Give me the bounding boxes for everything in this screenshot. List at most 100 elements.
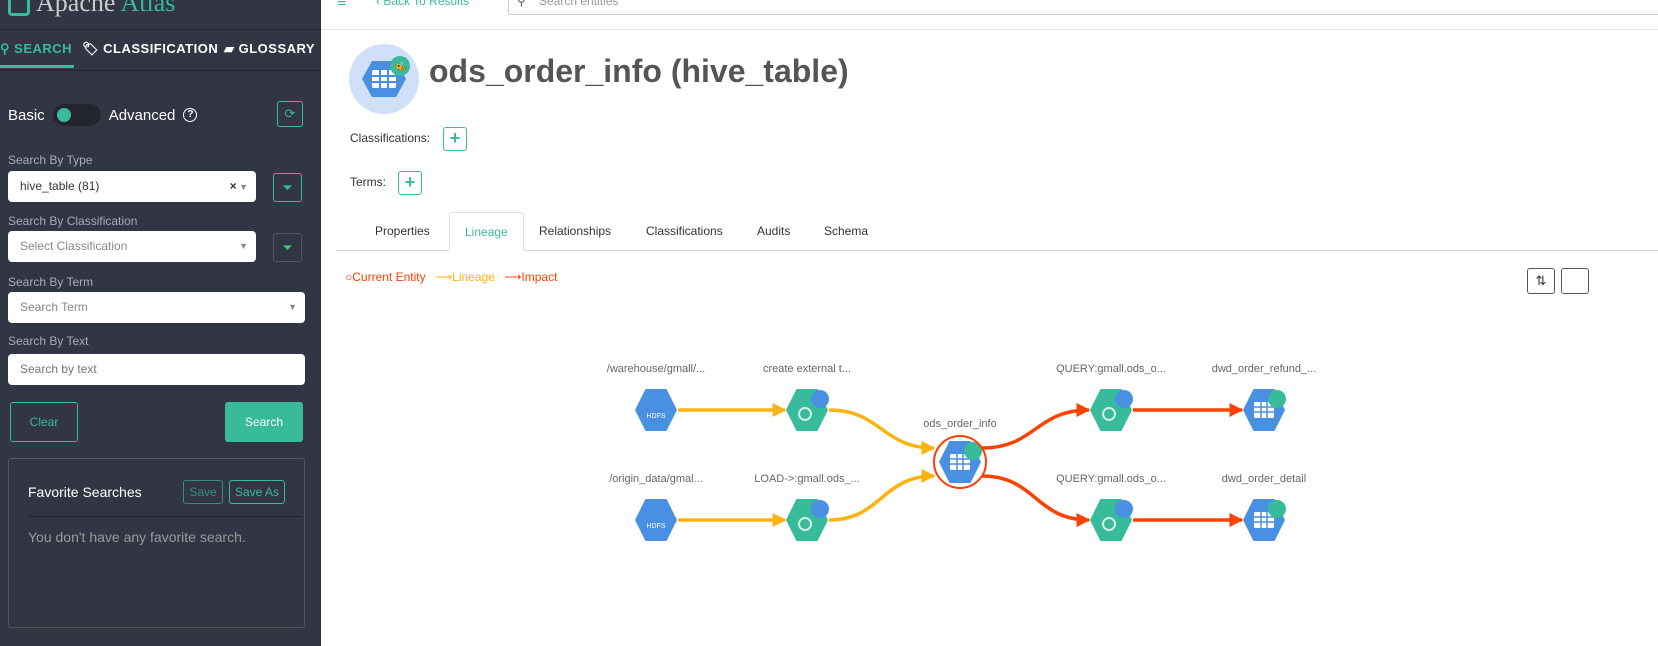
gear-icon <box>798 517 812 531</box>
text-label: Search By Text <box>8 334 89 348</box>
caret-down-icon: ▼ <box>288 302 297 312</box>
lineage-node-label: dwd_order_detail <box>1222 473 1306 485</box>
table-icon <box>1254 402 1274 418</box>
tab-glossary[interactable]: ▰ GLOSSARY <box>224 41 316 56</box>
sidebar: Apache Atlas ⚲ SEARCH 🏷 CLASSIFICATION ▰… <box>0 0 321 646</box>
top-bar: ≡ ‹ Back To Results ⚲Search entities <box>321 0 1658 30</box>
hive-badge-icon <box>1268 500 1286 518</box>
gear-icon <box>1102 407 1116 421</box>
legend-current-entity: ○Current Entity <box>345 270 426 284</box>
refresh-button[interactable]: ⟳ <box>277 101 303 127</box>
term-label: Search By Term <box>8 275 94 289</box>
term-select[interactable]: Search Term▼ <box>8 292 305 323</box>
search-button[interactable]: Search <box>225 402 303 442</box>
menu-icon[interactable]: ≡ <box>337 0 347 11</box>
hive-badge-icon <box>811 390 829 408</box>
lineage-node-table[interactable]: dwd_order_detail <box>1222 473 1306 541</box>
lineage-node-label: /warehouse/gmall/... <box>607 363 705 375</box>
plus-icon: + <box>404 172 416 192</box>
help-icon[interactable]: ? <box>183 108 198 122</box>
save-as-favorite-button[interactable]: Save As <box>229 480 285 504</box>
lineage-edge-impact <box>981 474 1091 527</box>
add-classification-button[interactable]: + <box>443 127 467 151</box>
reset-lineage-button[interactable]: ⇅ <box>1527 268 1555 294</box>
back-to-results-link[interactable]: ‹ Back To Results <box>376 0 469 8</box>
lineage-node-process[interactable]: LOAD->:gmall.ods_... <box>754 473 860 541</box>
lineage-graph: HDFS/warehouse/gmall/... create external … <box>607 363 1317 541</box>
lineage-node-label: /origin_data/gmal... <box>609 473 703 485</box>
lineage-edge-lineage <box>828 469 936 522</box>
tab-properties[interactable]: Properties <box>375 224 430 238</box>
add-term-button[interactable]: + <box>398 171 422 195</box>
tab-classifications[interactable]: Classifications <box>646 224 723 238</box>
table-icon <box>950 454 970 470</box>
hive-badge-icon <box>1268 390 1286 408</box>
filter-icon: ⏷ <box>282 180 293 195</box>
hexagon-icon <box>635 389 677 431</box>
clear-button[interactable]: Clear <box>10 402 78 442</box>
arrow-right-icon: ⟶ <box>434 270 453 284</box>
tab-schema[interactable]: Schema <box>824 224 869 238</box>
tag-icon: 🏷 <box>82 41 100 56</box>
save-favorite-button[interactable]: Save <box>183 480 223 504</box>
search-entities-input[interactable]: ⚲Search entities <box>508 0 1658 15</box>
tab-lineage[interactable]: Lineage <box>449 212 524 251</box>
type-label: Search By Type <box>8 153 93 167</box>
folder-open-icon: ▰ <box>224 41 235 56</box>
hdfs-icon: HDFS <box>646 413 665 420</box>
hexagon-icon <box>635 499 677 541</box>
terms-label: Terms: <box>350 175 386 189</box>
tab-classification[interactable]: 🏷 CLASSIFICATION <box>82 41 219 56</box>
atlas-logo-icon <box>8 0 30 17</box>
filter-classification-button[interactable]: ⏷ <box>273 233 302 262</box>
classification-label: Search By Classification <box>8 214 138 228</box>
current-entity-ring <box>933 435 987 489</box>
lineage-node-table[interactable]: dwd_order_refund_... <box>1212 363 1317 431</box>
classification-select[interactable]: Select Classification▼ <box>8 231 256 262</box>
lineage-node-process[interactable]: QUERY:gmall.ods_o... <box>1056 473 1166 541</box>
hive-badge-icon <box>1115 500 1133 518</box>
retweet-icon: ⇅ <box>1535 273 1547 288</box>
lineage-option-button[interactable] <box>1561 268 1589 294</box>
search-text-input[interactable] <box>8 354 305 385</box>
legend-lineage: ⟶Lineage <box>434 270 495 284</box>
arrow-right-icon: ⟶ <box>504 270 522 284</box>
lineage-node-process[interactable]: QUERY:gmall.ods_o... <box>1056 363 1166 431</box>
gear-icon <box>798 407 812 421</box>
clear-and-caret-icon[interactable]: × ▼ <box>229 179 248 193</box>
tab-audits[interactable]: Audits <box>757 224 791 238</box>
search-mode-toggle[interactable] <box>52 104 101 126</box>
lineage-node-hdfs[interactable]: HDFS/warehouse/gmall/... <box>607 363 705 431</box>
lineage-node-label: QUERY:gmall.ods_o... <box>1056 363 1166 375</box>
favorites-title: Favorite Searches <box>28 484 142 500</box>
lineage-node-table[interactable]: ods_order_info <box>923 418 997 489</box>
app-logo[interactable]: Apache Atlas <box>8 0 175 18</box>
lineage-node-label: LOAD->:gmall.ods_... <box>754 473 859 485</box>
refresh-icon: ⟳ <box>284 106 296 121</box>
page-title: ods_order_info (hive_table) <box>429 53 849 89</box>
lineage-node-process[interactable]: create external t... <box>763 363 851 431</box>
caret-down-icon: ▼ <box>239 241 248 251</box>
table-icon <box>1254 512 1274 528</box>
legend-impact: ⟶Impact <box>504 270 558 284</box>
hive-badge-icon <box>811 500 829 518</box>
hive-badge-icon <box>1115 390 1133 408</box>
lineage-node-label: ods_order_info <box>923 418 996 430</box>
lineage-node-hdfs[interactable]: HDFS/origin_data/gmal... <box>609 473 703 541</box>
type-select[interactable]: hive_table (81)× ▼ <box>8 171 256 202</box>
favorites-empty-message: You don't have any favorite search. <box>28 529 246 545</box>
circle-icon: ○ <box>345 270 353 284</box>
gear-icon <box>1102 517 1116 531</box>
hdfs-icon: HDFS <box>646 523 665 530</box>
hive-badge-icon <box>964 442 982 460</box>
tab-search[interactable]: ⚲ SEARCH <box>0 40 74 68</box>
lineage-node-label: dwd_order_refund_... <box>1212 363 1317 375</box>
lineage-node-label: create external t... <box>763 363 851 375</box>
filter-type-button[interactable]: ⏷ <box>273 173 302 202</box>
svg-text:🐝: 🐝 <box>395 61 407 73</box>
basic-label: Basic <box>8 106 45 124</box>
tab-relationships[interactable]: Relationships <box>539 224 612 238</box>
search-icon: ⚲ <box>517 0 526 8</box>
entity-icon: 🐝 <box>349 44 419 114</box>
lineage-edge-impact <box>981 403 1091 450</box>
